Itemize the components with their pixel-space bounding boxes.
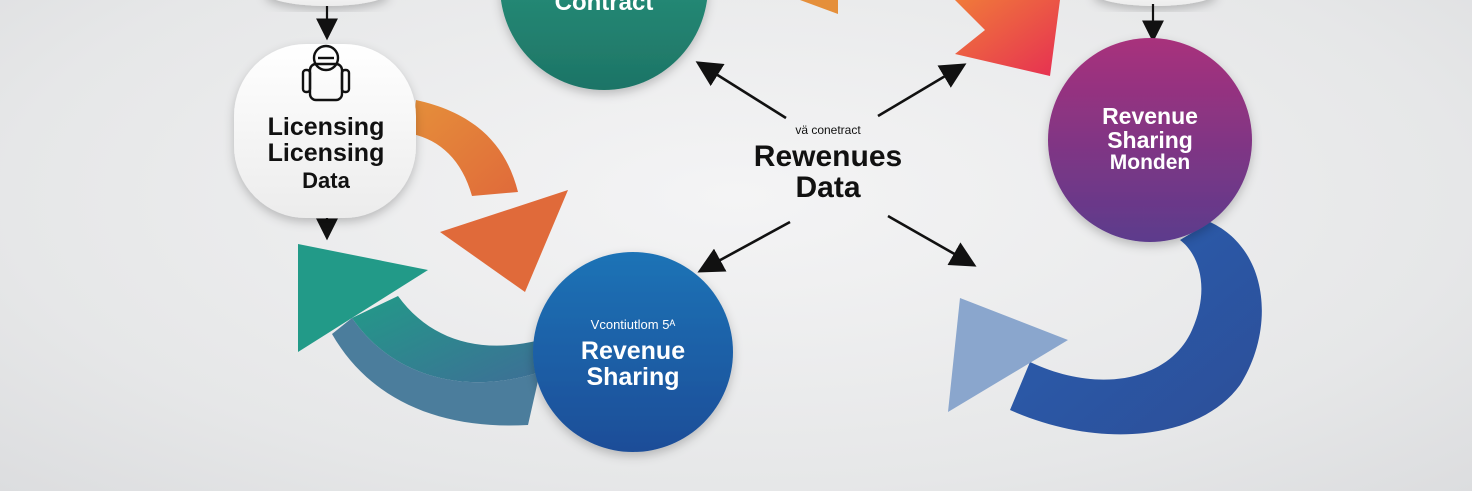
center-small-text: vä conetract bbox=[795, 123, 861, 137]
blue-curved-arrow bbox=[1010, 222, 1262, 435]
center-line-2: Data bbox=[795, 171, 861, 205]
teal-curved-arrow bbox=[352, 296, 540, 383]
revenue-bottom-small-text: Vcontiutlom 5ᴬ bbox=[590, 317, 676, 332]
top-left-partial-node bbox=[276, 0, 378, 6]
contract-node bbox=[500, 0, 708, 90]
licensing-line-2: Licensing bbox=[267, 139, 385, 168]
revenue-bottom-line-2: Sharing bbox=[586, 362, 680, 391]
revenue-sharing-right-node bbox=[1048, 38, 1252, 242]
licensing-line-3: Data bbox=[302, 167, 350, 193]
red-arrow bbox=[955, 0, 1060, 76]
orange-arrow-head bbox=[440, 190, 568, 292]
revenue-sharing-bottom-node bbox=[533, 252, 733, 452]
revenue-bottom-label: Vcontiutlom 5ᴬ Revenue Sharing bbox=[538, 318, 728, 390]
revenue-right-line-3: Monden bbox=[1109, 151, 1191, 175]
revenue-right-label: Revenue Sharing Monden bbox=[1060, 104, 1240, 174]
revenue-right-line-1: Revenue bbox=[1102, 103, 1198, 129]
contract-label: Contract bbox=[554, 0, 654, 16]
revenue-bottom-line-1: Revenue bbox=[580, 336, 686, 365]
licensing-label: Licensing Licensing Data bbox=[234, 114, 418, 192]
light-blue-arrow-head bbox=[948, 298, 1068, 412]
robot-icon bbox=[301, 44, 351, 102]
licensing-node bbox=[234, 44, 416, 218]
licensing-line-1: Licensing bbox=[267, 113, 385, 141]
arrow-to-revenue-bottom bbox=[697, 220, 791, 273]
arrow-to-contract bbox=[695, 61, 787, 120]
arrow-to-red bbox=[877, 63, 967, 118]
orange-partial-arrow bbox=[800, 0, 838, 14]
center-line-1: Rewenues bbox=[753, 139, 903, 173]
teal-arrow-body bbox=[332, 318, 540, 426]
orange-curved-arrow bbox=[412, 100, 518, 196]
revenue-right-line-2: Sharing bbox=[1107, 127, 1193, 154]
arrow-to-blue-arc bbox=[887, 214, 977, 267]
teal-arrow-head bbox=[298, 244, 428, 352]
center-label: vä conetract Rewenues Data bbox=[728, 124, 928, 204]
top-right-partial-node bbox=[1104, 0, 1206, 6]
